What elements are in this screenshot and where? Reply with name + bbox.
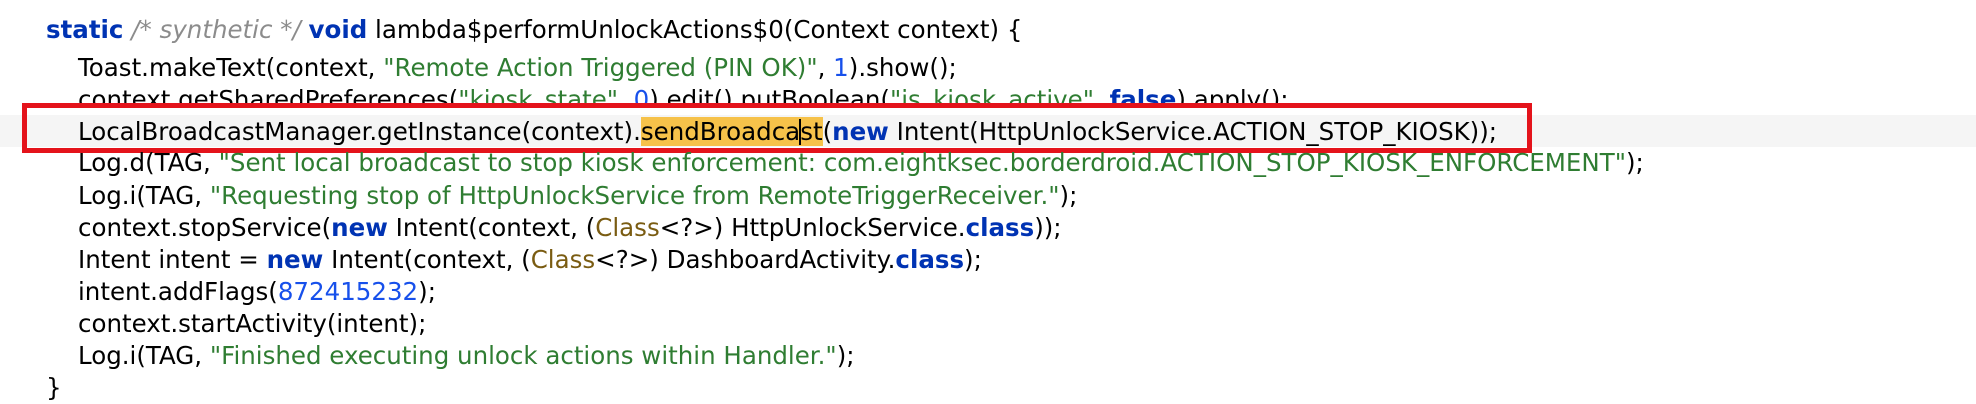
keyword: new: [331, 213, 388, 242]
code-text: LocalBroadcastManager.getInstance(contex…: [78, 117, 641, 146]
number-literal: 0: [633, 85, 650, 106]
code-text: context.startActivity(intent);: [78, 309, 427, 338]
code-line-11: Log.i(TAG, "Finished executing unlock ac…: [78, 340, 855, 372]
code-text: );: [964, 245, 982, 274]
code-text: );: [1625, 150, 1644, 177]
code-text: Intent(context, (: [323, 245, 531, 274]
code-line-8: Intent intent = new Intent(context, (Cla…: [78, 244, 982, 276]
code-text: Intent(HttpUnlockService.ACTION_STOP_KIO…: [888, 117, 1498, 146]
type-name: Class: [595, 213, 660, 242]
type-name: Class: [530, 245, 596, 274]
search-highlight: sendBroadcast: [640, 117, 823, 146]
current-line-highlight: [0, 115, 1976, 147]
code-line-10: context.startActivity(intent);: [78, 308, 426, 340]
highlighted-text: st: [800, 117, 823, 146]
method-signature: lambda$performUnlockActions$0(Context co…: [367, 15, 1023, 44]
keyword: new: [266, 245, 324, 274]
code-text: );: [418, 277, 436, 306]
text-caret: [799, 119, 802, 145]
code-text: ).show();: [848, 53, 957, 82]
code-line-3: context.getSharedPreferences("kiosk_stat…: [78, 84, 1289, 106]
code-line-2: Toast.makeText(context, "Remote Action T…: [78, 52, 957, 84]
code-text: Intent intent =: [78, 245, 267, 274]
code-text: Log.i(TAG,: [78, 181, 210, 210]
keyword: class: [965, 213, 1035, 242]
code-line-5: Log.d(TAG, "Sent local broadcast to stop…: [78, 150, 1644, 178]
code-text: );: [1059, 181, 1078, 210]
string-literal: "is_kiosk_active": [889, 85, 1094, 106]
comment: /* synthetic */: [123, 15, 309, 44]
code-text: context.stopService(: [78, 213, 332, 242]
code-text: Toast.makeText(context,: [78, 53, 384, 82]
highlighted-text: sendBroadca: [640, 117, 801, 146]
keyword: void: [308, 15, 368, 44]
code-text: <?>) HttpUnlockService.: [659, 213, 966, 242]
keyword: class: [895, 245, 965, 274]
number-literal: 872415232: [277, 277, 419, 306]
code-line-3-clip: context.getSharedPreferences("kiosk_stat…: [0, 84, 1976, 106]
string-literal: "Sent local broadcast to stop kiosk enfo…: [218, 150, 1626, 177]
code-text: ,: [1094, 85, 1110, 106]
string-literal: "Remote Action Triggered (PIN OK)": [383, 53, 818, 82]
keyword: new: [832, 117, 889, 146]
code-line-7: context.stopService(new Intent(context, …: [78, 212, 1062, 244]
code-line-12: }: [46, 372, 62, 404]
code-line-1: static /* synthetic */ void lambda$perfo…: [46, 14, 1022, 46]
string-literal: "Finished executing unlock actions withi…: [209, 341, 837, 370]
code-text: ).apply();: [1176, 85, 1289, 106]
code-line-5-clip: Log.d(TAG, "Sent local broadcast to stop…: [0, 150, 1976, 178]
code-text: );: [836, 341, 855, 370]
code-text: ,: [618, 85, 634, 106]
keyword: static: [46, 15, 124, 44]
code-text: Log.d(TAG,: [78, 150, 219, 177]
code-text: ,: [817, 53, 834, 82]
code-text: <?>) DashboardActivity.: [595, 245, 896, 274]
code-line-4[interactable]: LocalBroadcastManager.getInstance(contex…: [78, 116, 1497, 148]
string-literal: "kiosk_state": [458, 85, 619, 106]
code-text: ).edit().putBoolean(: [649, 85, 890, 106]
closing-brace: }: [46, 373, 62, 402]
code-text: Log.i(TAG,: [78, 341, 210, 370]
number-literal: 1: [833, 53, 849, 82]
code-text: ));: [1034, 213, 1062, 242]
code-text: intent.addFlags(: [78, 277, 278, 306]
code-text: (: [822, 117, 833, 146]
code-line-6: Log.i(TAG, "Requesting stop of HttpUnloc…: [78, 180, 1077, 212]
code-text: context.getSharedPreferences(: [78, 85, 459, 106]
code-line-9: intent.addFlags(872415232);: [78, 276, 436, 308]
code-text: Intent(context, (: [387, 213, 596, 242]
keyword: false: [1109, 85, 1177, 106]
string-literal: "Requesting stop of HttpUnlockService fr…: [209, 181, 1060, 210]
